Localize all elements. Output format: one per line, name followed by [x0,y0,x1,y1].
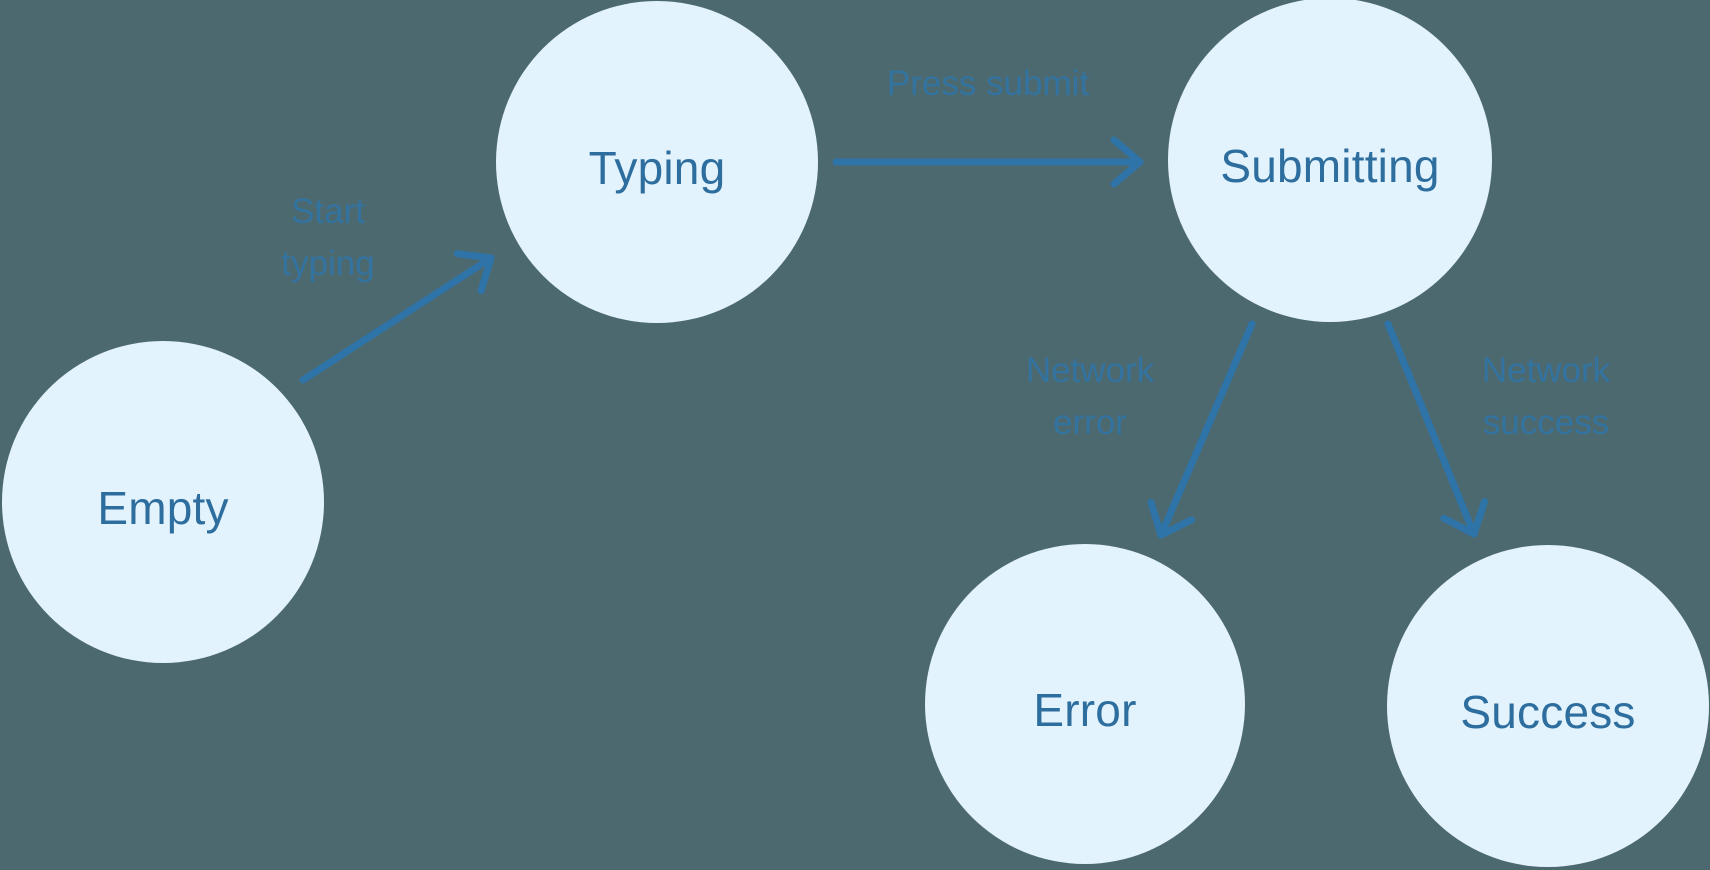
state-node-empty: Empty [2,341,324,663]
transition-label-line: Press submit [886,64,1090,103]
transition-label-line: error [1053,403,1127,442]
state-node-label: Error [1033,684,1137,736]
state-node-label: Success [1460,686,1636,738]
transition-arrow-start-typing [299,250,495,384]
state-node-error: Error [925,544,1245,864]
transition-arrow-network-success [1384,320,1489,538]
transition-arrow-network-error [1147,320,1256,539]
transition-label-start-typing: Start typing [281,186,374,290]
transition-label-press-submit: Press submit [887,58,1089,110]
state-node-label: Typing [588,142,726,194]
transition-label-line: Start [291,192,365,231]
state-node-submitting: Submitting [1168,0,1492,322]
transition-label-network-success: Network success [1482,345,1610,449]
transition-label-line: success [1482,403,1610,442]
transition-label-line: typing [281,244,375,283]
state-node-typing: Typing [496,1,818,323]
state-node-label: Empty [97,482,229,534]
transition-label-line: Network [1025,351,1155,390]
transition-label-network-error: Network error [1026,345,1154,449]
state-node-label: Submitting [1220,140,1440,192]
transition-label-line: Network [1481,351,1611,390]
state-node-success: Success [1387,545,1709,867]
